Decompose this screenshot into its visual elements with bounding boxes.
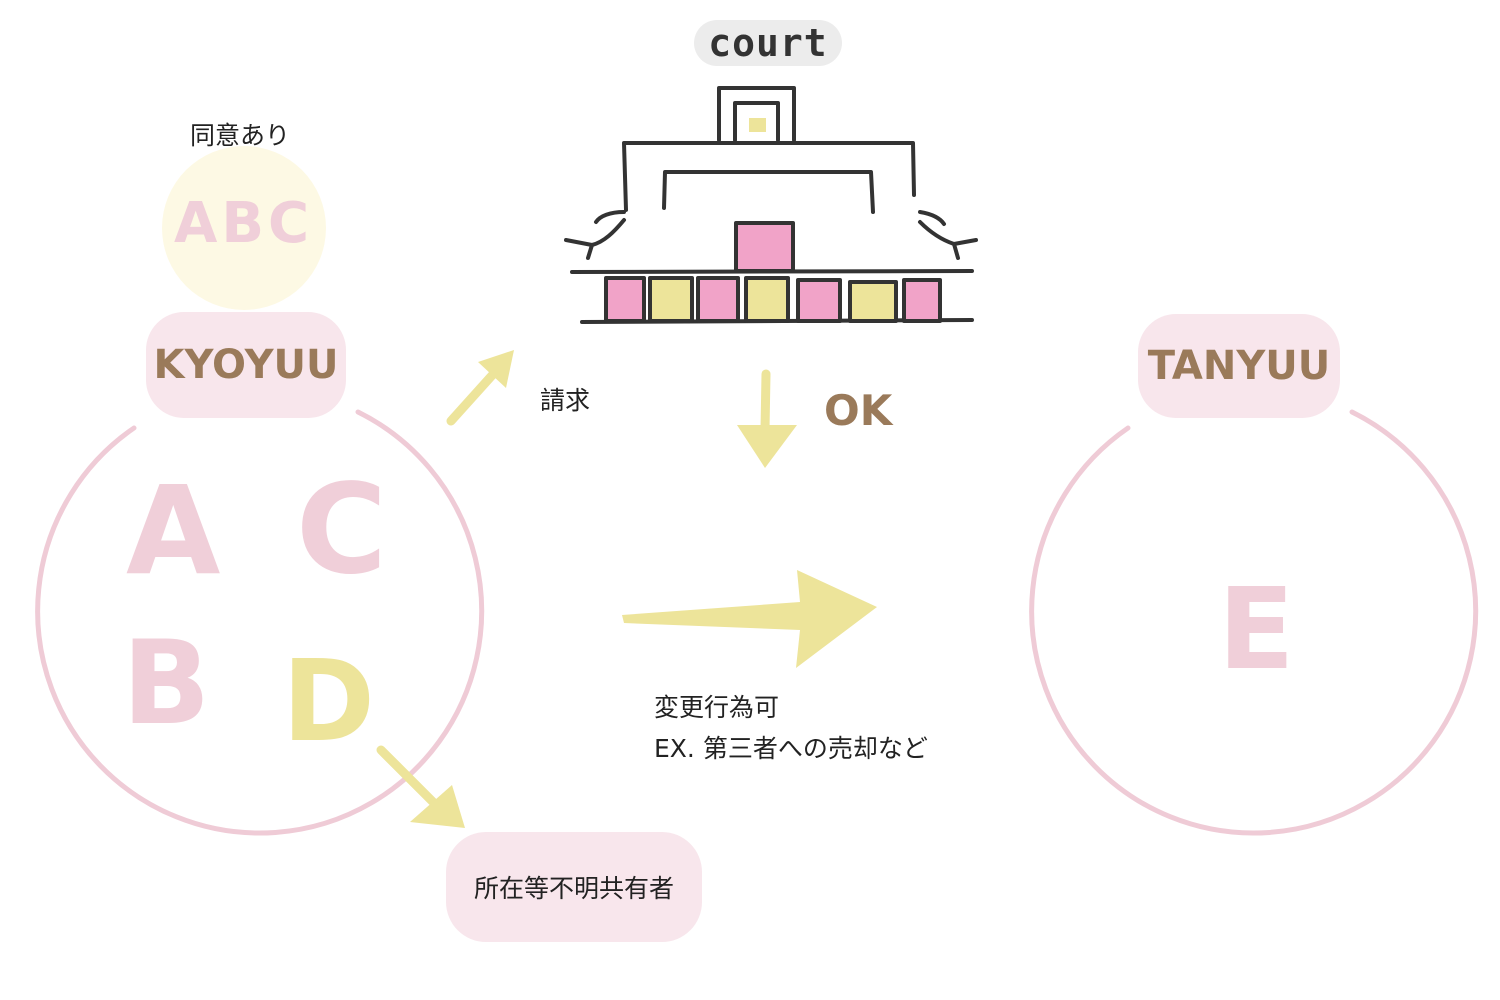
consent-note: 同意あり xyxy=(190,121,291,150)
effect-line-2: EX. 第三者への売却など xyxy=(654,734,928,763)
approval-label: OK xyxy=(824,386,893,435)
kyoyuu-circle xyxy=(35,409,485,836)
co-owner-d: D xyxy=(282,637,375,767)
unknown-owner-label: 所在等不明共有者 xyxy=(446,832,702,942)
courthouse-icon xyxy=(564,86,978,324)
kyoyuu-label: KYOYUU xyxy=(146,312,346,418)
court-label: court xyxy=(694,20,842,66)
effect-line-1: 変更行為可 xyxy=(654,693,780,722)
approval-arrow xyxy=(737,369,797,468)
request-arrow xyxy=(446,350,514,426)
transfer-arrow xyxy=(622,570,877,668)
co-owner-a: A xyxy=(126,460,221,602)
consent-circle xyxy=(162,146,326,310)
request-label: 請求 xyxy=(540,386,591,415)
co-owner-b: B xyxy=(122,616,211,751)
unknown-owner-arrow xyxy=(376,745,465,828)
sole-owner-e: E xyxy=(1218,565,1295,695)
consenting-owners: ABC xyxy=(174,191,314,256)
tanyuu-label: TANYUU xyxy=(1138,314,1340,418)
co-owner-c: C xyxy=(296,458,388,602)
tanyuu-circle xyxy=(1029,409,1479,836)
